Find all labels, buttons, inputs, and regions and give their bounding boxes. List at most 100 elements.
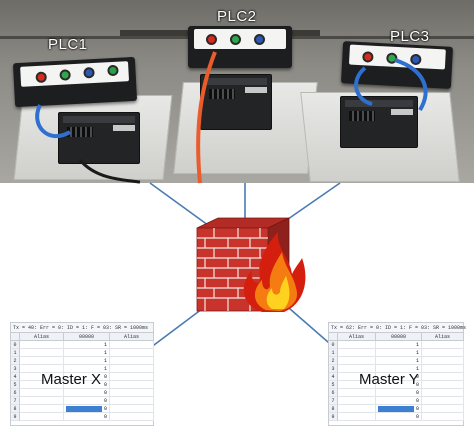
row-number: 8 bbox=[329, 405, 338, 413]
table-cell[interactable]: 0 bbox=[376, 397, 422, 405]
table-cell[interactable]: 1 bbox=[376, 365, 422, 373]
table-cell[interactable] bbox=[422, 397, 464, 405]
row-number: 4 bbox=[11, 373, 20, 381]
table-cell[interactable] bbox=[20, 397, 64, 405]
table-cell[interactable] bbox=[110, 349, 154, 357]
table-cell[interactable] bbox=[20, 405, 64, 413]
table-cell[interactable] bbox=[110, 413, 154, 421]
master-y-title: Master Y bbox=[359, 371, 419, 388]
column-header: Alias bbox=[338, 333, 376, 341]
table-cell[interactable] bbox=[20, 357, 64, 365]
table-cell[interactable] bbox=[422, 381, 464, 389]
column-header: 00000 bbox=[64, 333, 110, 341]
table-cell[interactable] bbox=[338, 413, 376, 421]
table-cell[interactable]: 0 bbox=[376, 389, 422, 397]
table-cell[interactable] bbox=[110, 357, 154, 365]
plc3-ethernet-cable bbox=[354, 66, 373, 106]
blue-button-icon bbox=[254, 34, 265, 45]
table-cell[interactable]: 0 bbox=[64, 397, 110, 405]
table-cell[interactable]: 0 bbox=[376, 381, 422, 389]
table-cell[interactable] bbox=[338, 349, 376, 357]
column-header: Alias bbox=[422, 333, 464, 341]
link-plc1-firewall bbox=[149, 182, 213, 229]
master-y-panel: Tx = 62: Err = 0: ID = 1: F = 03: SR = 1… bbox=[328, 322, 466, 426]
green-button-icon bbox=[230, 34, 241, 45]
master-x-panel: Tx = 40: Err = 0: ID = 1: F = 03: SR = 1… bbox=[10, 322, 154, 426]
table-cell[interactable]: 1 bbox=[64, 365, 110, 373]
table-cell[interactable]: 1 bbox=[64, 341, 110, 349]
table-cell[interactable] bbox=[338, 341, 376, 349]
master-x-status-line: Tx = 40: Err = 0: ID = 1: F = 03: SR = 1… bbox=[11, 323, 153, 333]
table-cell[interactable] bbox=[20, 365, 64, 373]
table-cell[interactable] bbox=[20, 349, 64, 357]
row-number: 7 bbox=[329, 397, 338, 405]
red-button-icon bbox=[206, 34, 217, 45]
table-cell[interactable]: 0 bbox=[64, 413, 110, 421]
table-cell[interactable] bbox=[422, 373, 464, 381]
table-cell[interactable] bbox=[422, 365, 464, 373]
row-number: 7 bbox=[11, 397, 20, 405]
table-cell[interactable]: 0 bbox=[376, 413, 422, 421]
ethernet-cables bbox=[35, 51, 428, 184]
table-cell[interactable] bbox=[338, 389, 376, 397]
table-cell[interactable]: 0 bbox=[376, 405, 422, 413]
table-cell[interactable] bbox=[422, 405, 464, 413]
table-cell[interactable]: 1 bbox=[376, 349, 422, 357]
table-cell[interactable] bbox=[338, 357, 376, 365]
table-cell[interactable] bbox=[422, 413, 464, 421]
row-header-corner bbox=[11, 333, 20, 341]
table-cell[interactable] bbox=[110, 405, 154, 413]
table-cell[interactable]: 1 bbox=[64, 357, 110, 365]
row-number: 9 bbox=[11, 413, 20, 421]
row-number: 4 bbox=[329, 373, 338, 381]
selected-cell[interactable] bbox=[66, 406, 102, 412]
plc3-label: PLC3 bbox=[390, 28, 430, 45]
table-cell[interactable]: 1 bbox=[376, 341, 422, 349]
table-cell[interactable] bbox=[110, 397, 154, 405]
table-cell[interactable] bbox=[338, 365, 376, 373]
table-cell[interactable]: 0 bbox=[376, 373, 422, 381]
table-cell[interactable] bbox=[20, 341, 64, 349]
master-x-title: Master X bbox=[41, 371, 102, 388]
table-cell[interactable] bbox=[338, 381, 376, 389]
table-cell[interactable] bbox=[422, 389, 464, 397]
table-cell[interactable] bbox=[110, 365, 154, 373]
table-cell[interactable]: 0 bbox=[64, 373, 110, 381]
table-cell[interactable]: 1 bbox=[376, 357, 422, 365]
table-cell[interactable] bbox=[20, 389, 64, 397]
table-cell[interactable] bbox=[110, 389, 154, 397]
table-cell[interactable]: 0 bbox=[64, 381, 110, 389]
row-number: 0 bbox=[11, 341, 20, 349]
row-header-corner bbox=[329, 333, 338, 341]
table-cell[interactable]: 1 bbox=[64, 349, 110, 357]
plc2-button-panel bbox=[188, 26, 292, 68]
row-number: 3 bbox=[329, 365, 338, 373]
row-number: 2 bbox=[329, 357, 338, 365]
table-cell[interactable] bbox=[338, 405, 376, 413]
table-cell[interactable] bbox=[422, 341, 464, 349]
table-cell[interactable] bbox=[422, 357, 464, 365]
plc2-module bbox=[200, 74, 272, 130]
table-cell[interactable] bbox=[20, 381, 64, 389]
table-cell[interactable] bbox=[422, 349, 464, 357]
table-cell[interactable] bbox=[338, 397, 376, 405]
table-cell[interactable] bbox=[20, 373, 64, 381]
selected-cell[interactable] bbox=[378, 406, 414, 412]
table-cell[interactable] bbox=[110, 341, 154, 349]
column-header: Alias bbox=[20, 333, 64, 341]
table-cell[interactable] bbox=[110, 381, 154, 389]
plc-lab-photo: PLC1 PLC2 PLC3 bbox=[0, 0, 474, 184]
table-cell[interactable] bbox=[338, 373, 376, 381]
table-cell[interactable]: 0 bbox=[64, 389, 110, 397]
power-cable bbox=[78, 159, 141, 184]
row-number: 3 bbox=[11, 365, 20, 373]
table-cell[interactable] bbox=[20, 413, 64, 421]
plc3-ethernet-cable bbox=[394, 58, 428, 112]
firewall-icon bbox=[196, 217, 306, 312]
table-cell[interactable]: 0 bbox=[64, 405, 110, 413]
row-number: 5 bbox=[329, 381, 338, 389]
row-number: 5 bbox=[11, 381, 20, 389]
table-cell[interactable] bbox=[110, 373, 154, 381]
